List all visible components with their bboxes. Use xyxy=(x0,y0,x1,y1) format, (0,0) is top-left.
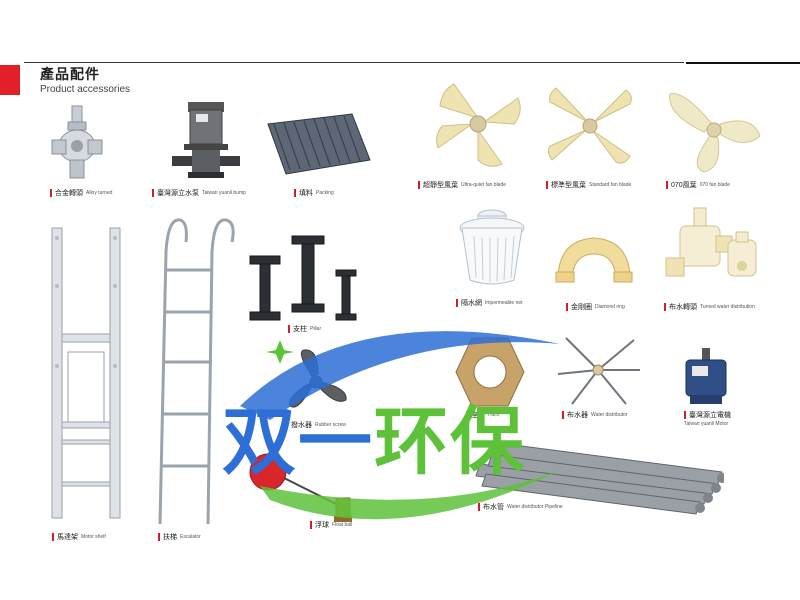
caption-cn: 金剛圈 xyxy=(571,304,592,311)
caption-marker xyxy=(286,421,288,429)
caption-marker xyxy=(684,411,686,419)
caption-cn: 標準型風葉 xyxy=(551,182,586,189)
caption-cn: 070風葉 xyxy=(671,182,697,189)
caption-marker xyxy=(158,533,160,541)
caption-ultra-quiet-fan: 超靜型風葉 Ultra-quiet fan blade xyxy=(418,180,506,190)
caption-en: Standard fan blade xyxy=(589,182,632,188)
water-distributor-icon xyxy=(557,337,640,405)
caption-cn: 臺灣源立水泵 xyxy=(157,190,199,197)
caption-cn: 馬達架 xyxy=(57,534,78,541)
water-distribution-head-icon xyxy=(665,207,757,277)
caption-cn: 臺灣源立電機 xyxy=(689,412,731,419)
caption-rubber-screw: 撥水器 Rubber screw xyxy=(286,420,346,430)
caption-cn: 合金轉頭 xyxy=(55,190,83,197)
caption-marker xyxy=(566,303,568,311)
caption-en: Turned water distribution xyxy=(700,304,755,310)
caption-marker xyxy=(50,189,52,197)
caption-escalator: 扶梯 Escalator xyxy=(158,532,201,542)
caption-marker xyxy=(546,181,548,189)
caption-cn: 布水器 xyxy=(567,412,588,419)
caption-en: Taiwan yuanli bump xyxy=(202,190,246,196)
caption-cn: 浮球 xyxy=(315,522,329,529)
caption-en: Diamond ring xyxy=(595,304,625,310)
watermark-char: 一 xyxy=(298,399,374,485)
accent-block xyxy=(0,65,20,95)
caption-en: Ultra-quiet fan blade xyxy=(461,182,507,188)
caption-cn: 撥水器 xyxy=(291,422,312,429)
caption-marker xyxy=(294,189,296,197)
caption-en: Escalator xyxy=(180,534,201,540)
caption-en: 070 fan blade xyxy=(699,182,730,188)
caption-marker xyxy=(418,181,420,189)
impermeable-net-icon xyxy=(459,209,525,285)
caption-070-fan: 070風葉 070 fan blade xyxy=(666,180,730,190)
motor-shelf-icon xyxy=(51,227,121,519)
caption-cn: 扶梯 xyxy=(163,534,177,541)
caption-alloy-turned: 合金轉頭 Alloy turned xyxy=(50,188,112,198)
caption-motor: 臺灣源立電機 Taiwan yuanli Motor xyxy=(684,410,731,427)
caption-marker xyxy=(664,303,666,311)
page-title: 產品配件 xyxy=(40,66,100,82)
caption-marker xyxy=(666,181,668,189)
caption-pillar: 支柱 Pillar xyxy=(288,324,321,334)
caption-motor-shelf: 馬達架 Motor shelf xyxy=(52,532,106,542)
caption-pipeline: 布水管 Water distributor Pipeline xyxy=(478,502,563,512)
caption-en: Alloy turned xyxy=(86,190,113,196)
caption-marker xyxy=(310,521,312,529)
caption-en: Water distributor Pipeline xyxy=(507,504,563,510)
caption-en: Pillar xyxy=(310,326,322,332)
header-rule xyxy=(24,62,684,63)
caption-en: Float ball xyxy=(332,522,353,528)
caption-en: Rubber screw xyxy=(315,422,346,428)
watermark-char: 保 xyxy=(450,399,526,485)
caption-cn: 超靜型風葉 xyxy=(423,182,458,189)
packing-fill-icon xyxy=(267,113,371,175)
caption-marker xyxy=(478,503,480,511)
caption-cn: 填料 xyxy=(299,190,313,197)
page-subtitle: Product accessories xyxy=(40,84,131,95)
header-rule-right xyxy=(686,62,800,64)
caption-impermeable-net: 隔水網 Impermeable net xyxy=(456,298,523,308)
caption-water-distribution-head: 布水轉頭 Turned water distribution xyxy=(664,302,755,312)
caption-cn: 布水轉頭 xyxy=(669,304,697,311)
caption-float-ball: 浮球 Float ball xyxy=(310,520,352,530)
watermark-char: 环 xyxy=(374,399,450,485)
motor-icon xyxy=(685,348,727,404)
caption-en: Impermeable net xyxy=(485,300,523,306)
escalator-icon xyxy=(158,218,235,525)
caption-packing: 填料 Packing xyxy=(294,188,334,198)
caption-marker xyxy=(288,325,290,333)
caption-marker xyxy=(52,533,54,541)
caption-cn: 布水管 xyxy=(483,504,504,511)
standard-fan-blade-icon xyxy=(547,87,632,164)
watermark-char: 双 xyxy=(222,399,298,485)
caption-line: 臺灣源立電機 xyxy=(684,410,731,420)
caption-marker xyxy=(152,189,154,197)
fan-blade-070-icon xyxy=(669,93,761,173)
pillar-icon xyxy=(249,235,357,321)
caption-en: Motor shelf xyxy=(81,534,106,540)
caption-cn: 支柱 xyxy=(293,326,307,333)
water-pump-icon xyxy=(172,102,240,178)
alloy-nozzle-icon xyxy=(51,105,103,179)
caption-water-distributor: 布水器 Water distributor xyxy=(562,410,628,420)
watermark-text: 双一环保 xyxy=(222,382,526,489)
caption-water-pump: 臺灣源立水泵 Taiwan yuanli bump xyxy=(152,188,246,198)
caption-marker xyxy=(562,411,564,419)
diamond-ring-icon xyxy=(555,237,633,283)
ultra-quiet-fan-blade-icon xyxy=(436,83,521,167)
caption-marker xyxy=(456,299,458,307)
caption-standard-fan: 標準型風葉 Standard fan blade xyxy=(546,180,631,190)
caption-en: Water distributor xyxy=(591,412,628,418)
caption-en: Taiwan yuanli Motor xyxy=(684,421,729,427)
caption-diamond-ring: 金剛圈 Diamond ring xyxy=(566,302,625,312)
caption-cn: 隔水網 xyxy=(461,300,482,307)
caption-en: Packing xyxy=(316,190,334,196)
